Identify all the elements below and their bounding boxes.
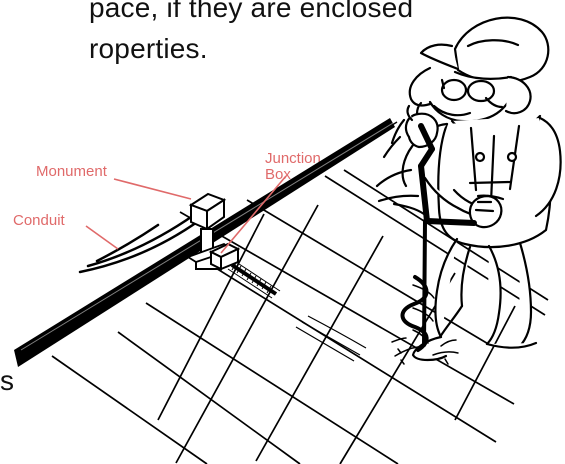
monument-label: Monument	[36, 163, 107, 180]
junction-box-label-line-1: Junction	[265, 150, 321, 167]
text-fragment-second: roperties.	[89, 33, 208, 64]
threaded-rod	[227, 261, 281, 299]
drill-icon	[391, 123, 477, 365]
conduit-label: Conduit	[13, 212, 65, 229]
pavement-grid	[51, 169, 549, 464]
surface-sketch	[295, 315, 367, 362]
text-fragment-bottom: s	[0, 365, 15, 396]
text-fragment-top: pace, if they are enclosed	[89, 0, 414, 23]
callout-leaders	[85, 175, 287, 254]
conduit	[78, 213, 202, 274]
junction-box-icon	[208, 242, 241, 271]
